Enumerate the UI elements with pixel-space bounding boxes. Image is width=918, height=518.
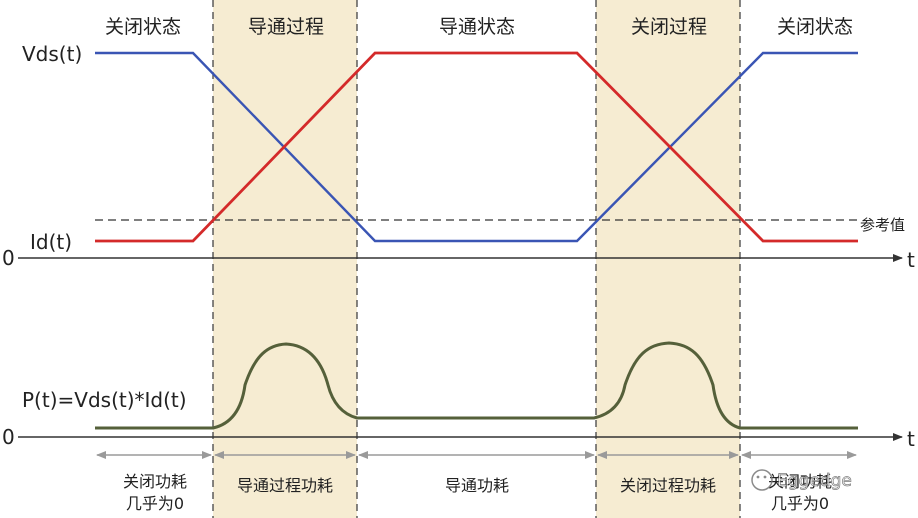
loss-label: 关闭过程功耗: [620, 476, 716, 495]
loss-label: 导通过程功耗: [237, 476, 333, 495]
phase-label: 导通状态: [439, 16, 515, 38]
loss-label: 关闭功耗: [123, 472, 187, 491]
vds-waveform: [95, 51, 858, 243]
reference-label: 参考值: [860, 216, 905, 234]
phase-label: 导通过程: [248, 16, 324, 38]
wechat-icon-eye: [756, 475, 760, 479]
turn-on-transition-region: [213, 0, 357, 518]
loss-label: 几乎为0: [771, 494, 829, 513]
wechat-icon: [751, 469, 773, 491]
vds-label: Vds(t): [22, 42, 82, 66]
loss-label: 导通功耗: [445, 476, 509, 495]
power-label: P(t)=Vds(t)*Id(t): [22, 388, 187, 412]
phase-boundaries: [212, 0, 741, 518]
watermark: Eggedge: [751, 469, 852, 491]
id-label: Id(t): [30, 230, 72, 254]
loss-label: 几乎为0: [126, 494, 184, 513]
phase-label: 关闭状态: [777, 16, 853, 38]
t-label-bottom: t: [907, 427, 915, 451]
t-label-top: t: [907, 248, 915, 272]
zero-label-top: 0: [2, 246, 15, 270]
zero-label-bottom: 0: [2, 425, 15, 449]
id-waveform: [95, 51, 858, 243]
phase-label: 关闭过程: [631, 16, 707, 38]
wechat-icon-eye: [763, 475, 767, 479]
turn-off-transition-region: [596, 0, 740, 518]
phase-label: 关闭状态: [105, 16, 181, 38]
power-waveform: [95, 341, 858, 430]
watermark-text: Eggedge: [777, 471, 852, 491]
loss-label: 关闭功耗: [768, 472, 832, 491]
